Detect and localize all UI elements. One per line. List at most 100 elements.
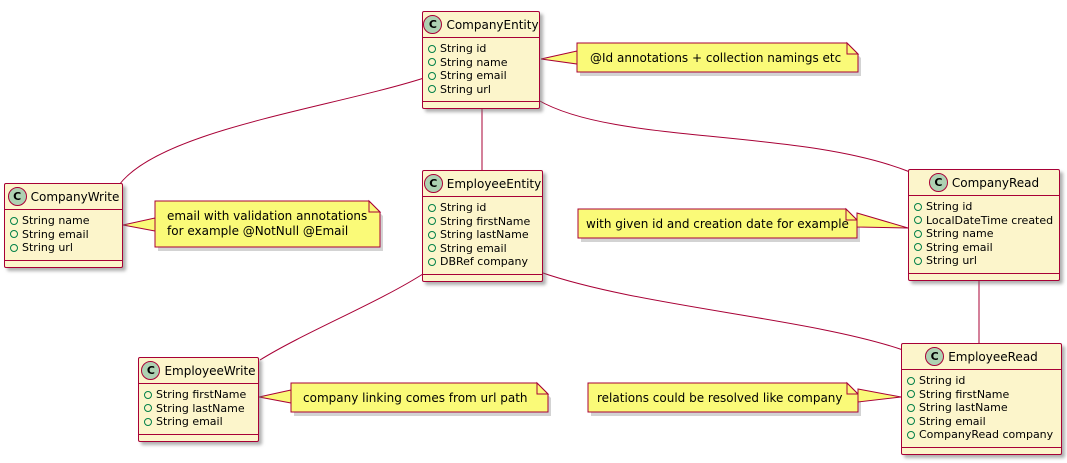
field-visibility-icon: [428, 44, 436, 53]
field-label: String lastName: [440, 228, 529, 241]
field-visibility-icon: [428, 244, 436, 253]
class-fields: String id String name String email Strin…: [423, 38, 539, 102]
field-visibility-icon: [144, 390, 152, 399]
field-row: String lastName: [428, 228, 538, 242]
edge-companyentity-companyread: [537, 99, 911, 173]
class-fields: String id LocalDateTime created String n…: [909, 196, 1059, 274]
class-company-entity: C CompanyEntity String id String name St…: [422, 11, 540, 109]
field-label: String id: [919, 374, 966, 387]
class-header: C EmployeeWrite: [139, 358, 258, 384]
field-row: String url: [914, 254, 1055, 268]
class-header: C CompanyRead: [909, 170, 1059, 196]
note-fold-icon: [368, 199, 382, 213]
methods-compartment-empty: [139, 435, 258, 441]
field-row: LocalDateTime created: [914, 214, 1055, 228]
field-label: LocalDateTime created: [926, 213, 1054, 227]
field-row: String id: [428, 42, 535, 56]
field-label: String url: [926, 254, 977, 267]
field-visibility-icon: [907, 390, 915, 399]
class-title: CompanyEntity: [446, 17, 539, 32]
note-tail: [258, 389, 292, 404]
field-visibility-icon: [914, 243, 922, 252]
class-employee-read: C EmployeeRead String id String firstNam…: [901, 343, 1062, 455]
field-row: String firstName: [428, 215, 538, 229]
field-visibility-icon: [10, 216, 18, 225]
field-row: String email: [10, 228, 118, 242]
field-label: String lastName: [919, 401, 1008, 414]
field-row: DBRef company: [428, 255, 538, 269]
class-company-read: C CompanyRead String id LocalDateTime cr…: [908, 169, 1060, 281]
note-tail: [857, 388, 902, 403]
field-row: String name: [914, 227, 1055, 241]
class-employee-entity: C EmployeeEntity String id String firstN…: [422, 170, 543, 282]
field-visibility-icon: [914, 256, 922, 265]
field-visibility-icon: [428, 71, 436, 80]
field-label: String lastName: [156, 401, 245, 415]
edge-employeeentity-employeeread: [539, 271, 904, 351]
note-email-validation: email with validation annotations for ex…: [167, 201, 377, 247]
field-label: String name: [22, 214, 90, 227]
class-fields: String name String email String url: [5, 210, 122, 261]
field-label: String id: [926, 200, 973, 213]
field-visibility-icon: [428, 58, 436, 67]
class-title: EmployeeEntity: [446, 176, 542, 191]
class-company-write: C CompanyWrite String name String email …: [4, 183, 123, 268]
class-circle-icon: C: [141, 361, 161, 380]
field-row: String id: [907, 374, 1057, 388]
field-visibility-icon: [10, 230, 18, 239]
field-visibility-icon: [428, 217, 436, 226]
field-label: String id: [440, 201, 487, 214]
field-row: String email: [428, 69, 535, 83]
class-employee-write: C EmployeeWrite String firstName String …: [138, 357, 259, 442]
field-label: String email: [440, 241, 507, 255]
note-given-id: with given id and creation date for exam…: [586, 216, 849, 231]
class-title: EmployeeWrite: [164, 363, 256, 378]
methods-compartment-empty: [423, 102, 539, 108]
class-title: CompanyRead: [951, 175, 1040, 190]
field-visibility-icon: [428, 85, 436, 94]
edge-employeeentity-employeewrite: [259, 271, 427, 361]
field-row: String firstName: [907, 388, 1057, 402]
class-header: C EmployeeRead: [902, 344, 1061, 370]
field-visibility-icon: [914, 229, 922, 238]
field-visibility-icon: [428, 230, 436, 239]
class-header: C CompanyWrite: [5, 184, 122, 210]
note-company-linking: company linking comes from url path: [303, 390, 528, 405]
methods-compartment-empty: [909, 274, 1059, 280]
field-row: String name: [10, 214, 118, 228]
field-label: String name: [926, 227, 994, 240]
field-label: String id: [440, 42, 487, 55]
class-fields: String firstName String lastName String …: [139, 384, 258, 435]
field-label: String firstName: [440, 214, 531, 228]
field-visibility-icon: [914, 202, 922, 211]
field-label: String url: [22, 241, 73, 254]
field-visibility-icon: [428, 203, 436, 212]
field-label: String email: [22, 227, 89, 241]
field-row: String url: [428, 83, 535, 97]
class-header: C EmployeeEntity: [423, 171, 542, 197]
field-row: String lastName: [144, 402, 254, 416]
class-circle-icon: C: [925, 347, 945, 366]
methods-compartment-empty: [902, 448, 1061, 454]
class-header: C CompanyEntity: [423, 12, 539, 38]
field-label: String email: [919, 414, 986, 428]
edge-companyentity-companywrite: [118, 77, 425, 186]
field-row: String firstName: [144, 388, 254, 402]
field-visibility-icon: [144, 417, 152, 426]
field-label: String url: [440, 82, 491, 96]
methods-compartment-empty: [423, 275, 542, 281]
note-shape-relations-resolved: [587, 382, 859, 413]
note-tail: [540, 50, 578, 65]
class-circle-icon: C: [423, 174, 443, 193]
note-fold-icon: [845, 207, 859, 221]
field-row: String url: [10, 241, 118, 255]
note-relations-resolved: relations could be resolved like company: [597, 390, 843, 405]
field-row: CompanyRead company: [907, 428, 1057, 442]
class-fields: String id String firstName String lastNa…: [902, 370, 1061, 448]
field-row: String email: [907, 415, 1057, 429]
field-row: String id: [914, 200, 1055, 214]
class-circle-icon: C: [928, 173, 948, 192]
field-label: String firstName: [919, 387, 1010, 401]
